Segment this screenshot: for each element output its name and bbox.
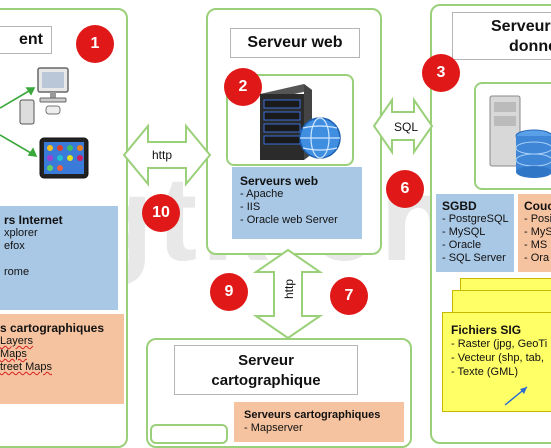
- carto-server-inner-frame: [150, 424, 228, 444]
- sgbd-item: - SQL Server: [442, 252, 506, 264]
- web-server-illustration: [260, 84, 341, 160]
- badge-1: 1: [76, 25, 114, 63]
- sig-item: - Vecteur (shp, tab,: [451, 352, 544, 364]
- sgbd-list: - PostgreSQL - MySQL - Oracle - SQL Serv…: [442, 213, 514, 265]
- client-title: ent: [0, 26, 52, 54]
- connector-arrows: [0, 87, 38, 157]
- couche-item: - MyS: [524, 226, 551, 238]
- sig-heading: Fichiers SIG: [451, 323, 522, 337]
- client-carto-item: Maps: [0, 348, 27, 360]
- couche-heading: Couc: [524, 199, 551, 213]
- sgbd-heading: SGBD: [442, 199, 477, 213]
- couche-list: - Posi - MyS - MS - Ora: [524, 213, 551, 265]
- sig-doc-front: Fichiers SIG - Raster (jpg, GeoTi - Vect…: [442, 312, 551, 412]
- globe-icon: [299, 117, 341, 159]
- database-icon: [515, 129, 551, 178]
- arrow-web-data-label: SQL: [394, 120, 419, 134]
- client-browser-item: rome: [4, 266, 30, 278]
- carto-servers-heading: Serveurs cartographiques: [244, 409, 381, 421]
- client-carto-item: Layers: [0, 335, 34, 347]
- server-tower-icon: [489, 95, 521, 167]
- client-carto-list: Layers Maps treet Maps: [0, 335, 124, 374]
- arrow-client-web: [122, 123, 212, 187]
- client-browsers-list: xplorer efox rome: [4, 227, 118, 279]
- couche-item: - Ora: [524, 252, 550, 264]
- server-rack-icon: [260, 84, 312, 160]
- data-server-title: Serveur donné: [452, 12, 551, 60]
- arrow-web-carto: [252, 248, 324, 340]
- client-carto-item: treet Maps: [0, 361, 52, 373]
- client-browsers-heading: rs Internet: [4, 213, 63, 227]
- badge-3: 3: [422, 54, 460, 92]
- sig-item: - Raster (jpg, GeoTi: [451, 338, 548, 350]
- client-carto-heading: s cartographiques: [0, 321, 105, 335]
- badge-10: 10: [142, 194, 180, 232]
- carto-servers-list: - Mapserver: [244, 422, 404, 435]
- sgbd-item: - Oracle: [442, 239, 482, 251]
- sig-arrow-icon: [504, 386, 528, 406]
- couche-box: Couc - Posi - MyS - MS - Ora: [518, 194, 551, 272]
- badge-2: 2: [224, 68, 262, 106]
- web-servers-box: Serveurs web - Apache - IIS - Oracle web…: [232, 167, 362, 239]
- sgbd-box: SGBD - PostgreSQL - MySQL - Oracle - SQL…: [436, 194, 514, 272]
- badge-6: 6: [386, 170, 424, 208]
- client-title-text: ent: [19, 31, 43, 48]
- sgbd-item: - PostgreSQL: [442, 213, 509, 225]
- carto-servers-box: Serveurs cartographiques - Mapserver: [234, 402, 404, 442]
- sig-list: - Raster (jpg, GeoTi - Vecteur (shp, tab…: [451, 337, 551, 379]
- carto-server-title-line2: cartographique: [211, 372, 321, 389]
- computer-icon: [19, 67, 69, 125]
- data-server-illustration: [489, 95, 551, 178]
- web-server-item: - IIS: [240, 201, 261, 213]
- client-browser-item: xplorer: [4, 227, 38, 239]
- web-server-item: - Oracle web Server: [240, 214, 338, 226]
- client-carto-box: s cartographiques Layers Maps treet Maps: [0, 314, 124, 404]
- badge-7: 7: [330, 277, 368, 315]
- sgbd-item: - MySQL: [442, 226, 486, 238]
- carto-server-title-line1: Serveur: [238, 352, 294, 369]
- arrow-client-web-label: http: [152, 148, 173, 162]
- arrow-web-data: [372, 96, 434, 156]
- data-server-title-line1: Serveur: [491, 18, 551, 35]
- web-server-title: Serveur web: [230, 28, 360, 58]
- sig-item: - Texte (GML): [451, 366, 519, 378]
- couche-item: - Posi: [524, 213, 551, 225]
- client-devices-illustration: [0, 67, 89, 179]
- arrow-web-carto-label: http: [282, 278, 297, 300]
- smartphone-icon: [39, 137, 89, 179]
- client-browser-item: efox: [4, 240, 25, 252]
- badge-9: 9: [210, 273, 248, 311]
- web-server-title-text: Serveur web: [247, 34, 343, 51]
- carto-server-item: - Mapserver: [244, 422, 303, 434]
- web-servers-heading: Serveurs web: [240, 174, 319, 188]
- web-server-item: - Apache: [240, 188, 284, 200]
- client-browser-item: [4, 253, 118, 266]
- couche-item: - MS: [524, 239, 548, 251]
- data-server-title-line2: donné: [509, 38, 551, 55]
- client-browsers-box: rs Internet xplorer efox rome: [0, 206, 118, 310]
- carto-server-title: Serveur cartographique: [174, 345, 358, 395]
- web-servers-list: - Apache - IIS - Oracle web Server: [240, 188, 362, 227]
